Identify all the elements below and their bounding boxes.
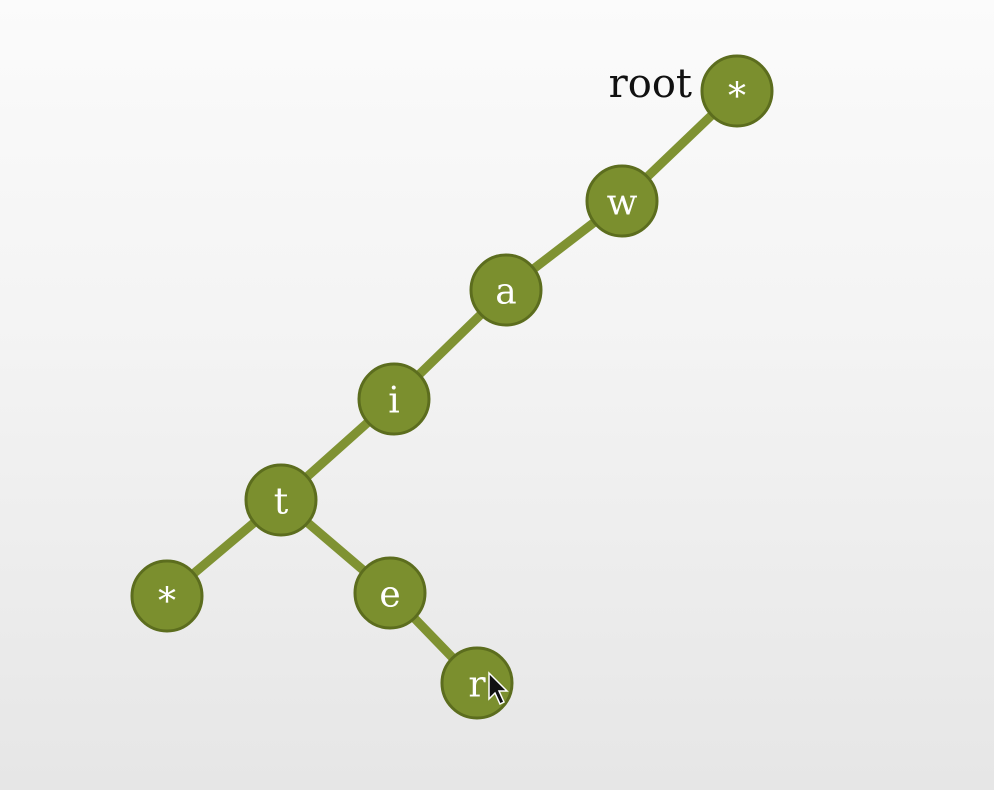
node-label: r (468, 665, 486, 706)
node-label: a (495, 272, 516, 313)
node-label: w (607, 183, 638, 224)
node-circle (130, 559, 204, 633)
mouse-cursor-icon (488, 671, 509, 706)
node-label: * (728, 77, 746, 118)
node-circle (357, 362, 431, 436)
node-label: e (379, 575, 400, 616)
node-a: a (469, 253, 543, 327)
node-circle (700, 54, 774, 128)
node-label: * (158, 582, 176, 623)
node-circle (585, 164, 659, 238)
node-circle (469, 253, 543, 327)
node-circle (244, 463, 318, 537)
node-root: * (700, 54, 774, 128)
node-i: i (357, 362, 431, 436)
root-label: root (609, 61, 692, 107)
node-label: t (274, 482, 289, 523)
node-w: w (585, 164, 659, 238)
node-t: t (244, 463, 318, 537)
node-label: i (388, 381, 400, 422)
node-circle (440, 646, 514, 720)
node-end: * (130, 559, 204, 633)
node-circle (353, 556, 427, 630)
node-e: e (353, 556, 427, 630)
nodes-layer: * w a i t * e r (130, 54, 774, 720)
node-r: r (440, 646, 514, 720)
